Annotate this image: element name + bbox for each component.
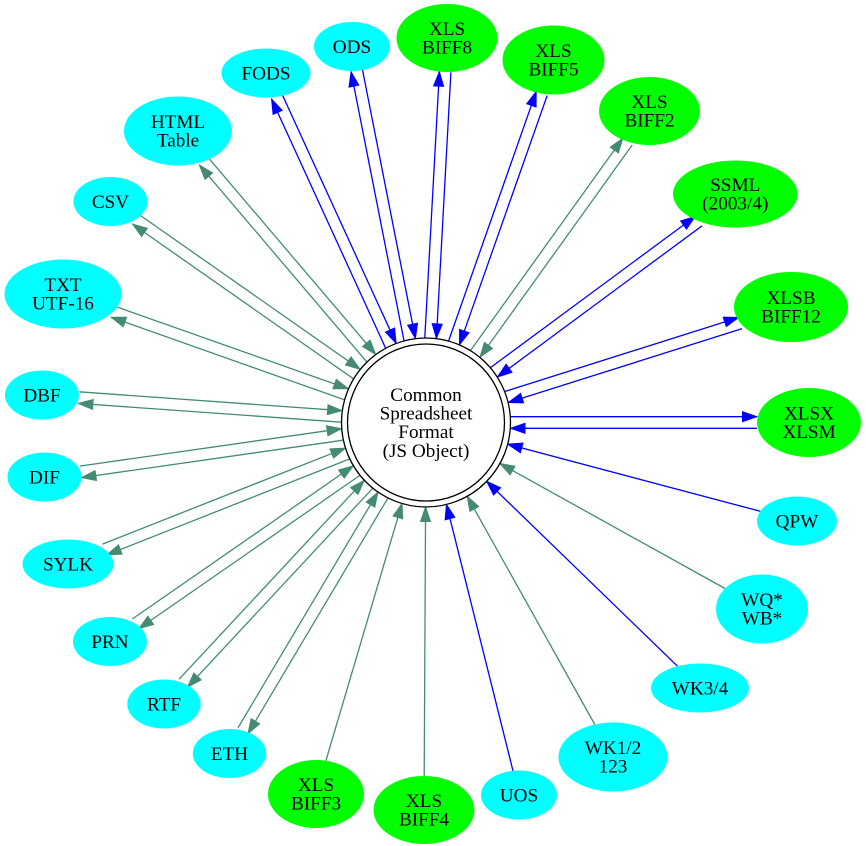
svg-text:BIFF8: BIFF8 (422, 38, 472, 59)
svg-text:BIFF5: BIFF5 (528, 60, 578, 81)
svg-text:BIFF12: BIFF12 (761, 307, 821, 328)
svg-text:XLS: XLS (298, 775, 334, 796)
svg-text:WQ*: WQ* (741, 590, 783, 611)
svg-text:TXT: TXT (44, 275, 82, 296)
svg-text:WB*: WB* (742, 609, 783, 630)
svg-text:SSML: SSML (710, 175, 760, 196)
svg-text:Common: Common (390, 385, 462, 406)
svg-text:BIFF2: BIFF2 (624, 111, 674, 132)
svg-text:CSV: CSV (92, 192, 129, 213)
svg-text:WK3/4: WK3/4 (672, 678, 729, 699)
svg-text:UOS: UOS (500, 785, 538, 806)
svg-text:SYLK: SYLK (43, 554, 93, 575)
svg-text:XLSM: XLSM (782, 422, 835, 443)
svg-text:UTF-16: UTF-16 (32, 294, 94, 315)
svg-text:HTML: HTML (151, 112, 205, 133)
svg-text:XLS: XLS (535, 41, 571, 62)
svg-text:WK1/2: WK1/2 (585, 738, 642, 759)
svg-text:QPW: QPW (776, 511, 820, 532)
svg-text:Format: Format (398, 422, 454, 443)
svg-text:BIFF4: BIFF4 (399, 810, 450, 831)
svg-text:Table: Table (157, 131, 199, 152)
svg-text:RTF: RTF (147, 694, 181, 715)
svg-text:FODS: FODS (241, 63, 290, 84)
svg-text:BIFF3: BIFF3 (291, 794, 341, 815)
svg-text:ETH: ETH (211, 744, 248, 765)
svg-text:123: 123 (599, 757, 628, 778)
svg-text:XLS: XLS (429, 19, 465, 40)
svg-text:PRN: PRN (91, 632, 128, 653)
svg-text:XLS: XLS (406, 791, 442, 812)
svg-text:DBF: DBF (23, 385, 60, 406)
svg-text:DIF: DIF (29, 467, 60, 488)
svg-text:Spreadsheet: Spreadsheet (380, 404, 473, 425)
svg-text:XLSX: XLSX (784, 404, 834, 425)
svg-text:ODS: ODS (333, 37, 371, 58)
svg-text:(2003/4): (2003/4) (702, 194, 768, 215)
svg-text:XLSB: XLSB (766, 288, 815, 309)
svg-text:(JS Object): (JS Object) (383, 441, 470, 462)
svg-text:XLS: XLS (631, 92, 667, 113)
